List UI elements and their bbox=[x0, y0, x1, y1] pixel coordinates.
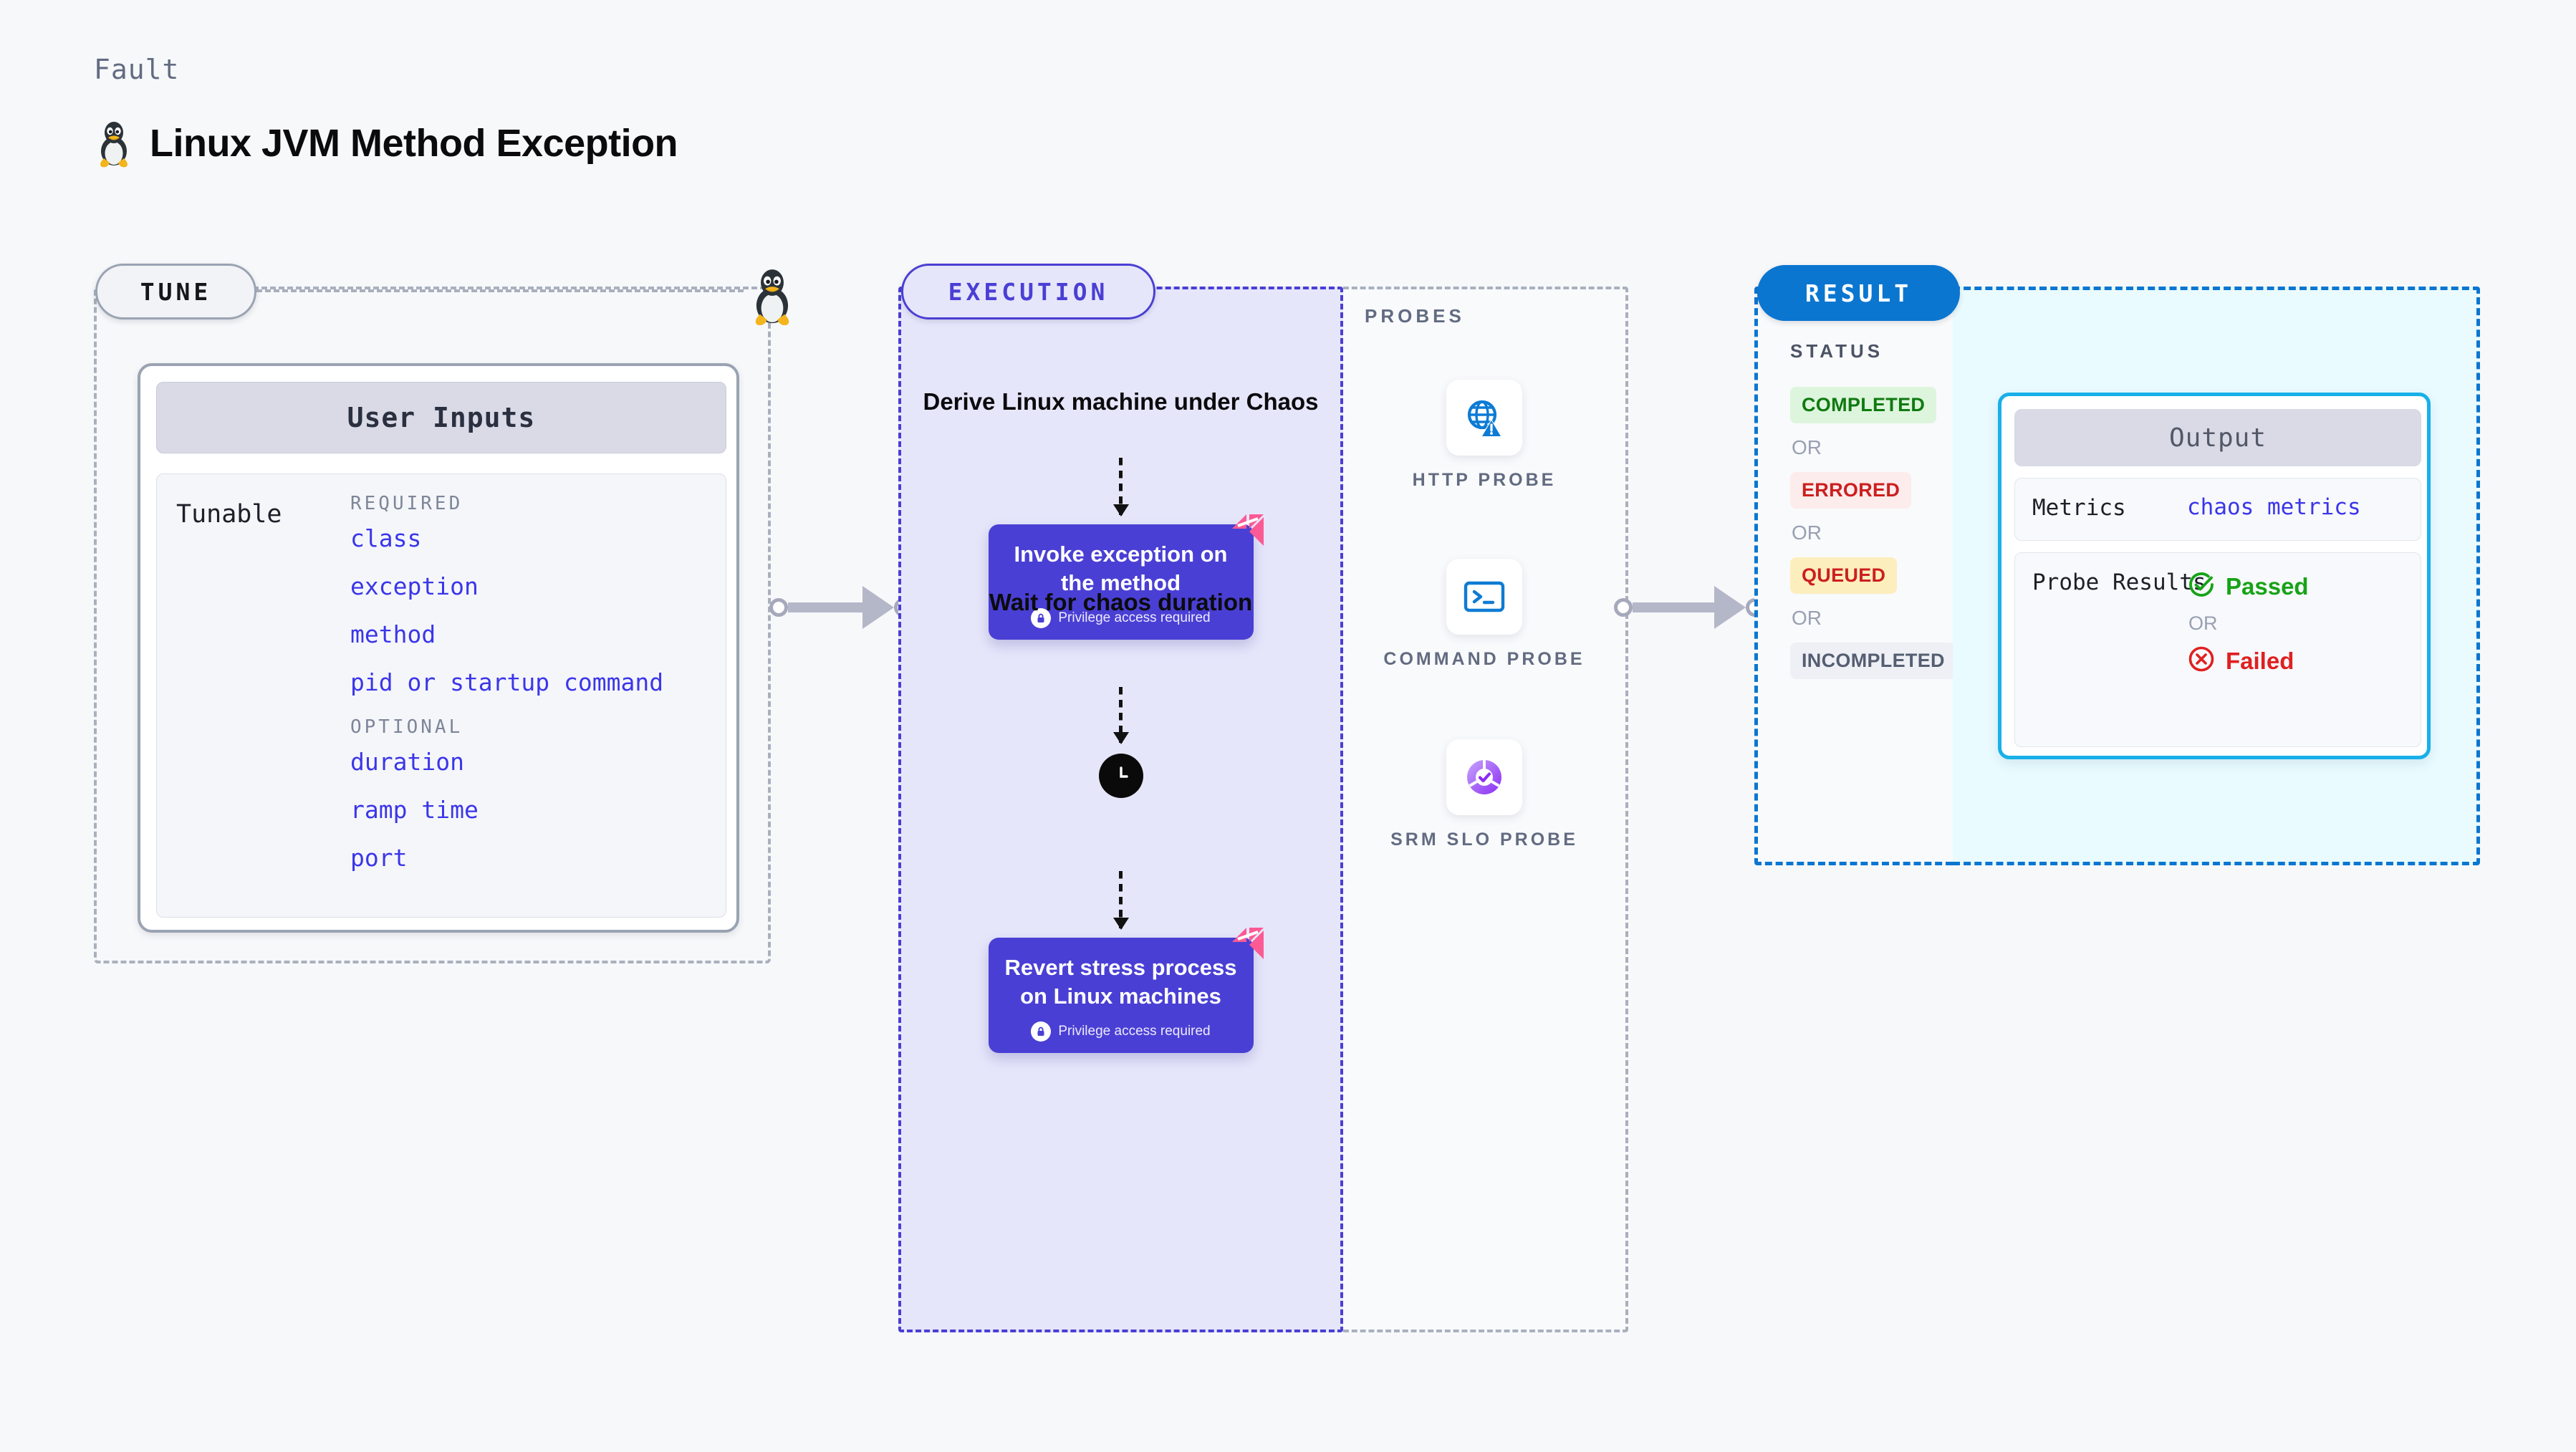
terminal-icon bbox=[1446, 559, 1522, 635]
param-pid-or-startup-command[interactable]: pid or startup command bbox=[350, 668, 664, 696]
page-title-row: Linux JVM Method Exception bbox=[94, 118, 678, 168]
check-circle-icon bbox=[2187, 570, 2216, 602]
lock-icon bbox=[1031, 1021, 1052, 1042]
execution-step-derive: Derive Linux machine under Chaos bbox=[923, 388, 1319, 415]
param-method[interactable]: method bbox=[350, 620, 436, 648]
param-exception[interactable]: exception bbox=[350, 572, 479, 600]
globe-warning-icon bbox=[1446, 380, 1522, 456]
probe-http[interactable]: HTTP PROBE bbox=[1343, 380, 1625, 493]
connector-start-dot bbox=[1614, 598, 1633, 617]
status-list: COMPLETED OR ERRORED OR QUEUED OR INCOMP… bbox=[1790, 387, 1956, 679]
arrow-invoke-to-wait bbox=[1112, 687, 1129, 744]
tune-panel bbox=[94, 287, 771, 963]
output-metrics-key: Metrics bbox=[2032, 495, 2126, 521]
param-class[interactable]: class bbox=[350, 524, 422, 552]
execution-card-invoke-privilege: Privilege access required bbox=[1001, 607, 1241, 628]
arrow-wait-to-revert bbox=[1112, 871, 1129, 930]
status-or-2: OR bbox=[1792, 521, 1822, 544]
output-card: Output Metrics chaos metrics Probe Resul… bbox=[1998, 393, 2431, 759]
param-group-required-title: REQUIRED bbox=[350, 493, 463, 514]
probe-result-or: OR bbox=[2188, 612, 2218, 634]
probe-result-values: Passed OR Failed bbox=[2187, 570, 2309, 677]
connector-arrowhead bbox=[1714, 586, 1746, 629]
probes-title: PROBES bbox=[1365, 305, 1465, 327]
linux-tux-icon bbox=[94, 118, 134, 168]
output-metrics-value[interactable]: chaos metrics bbox=[2187, 494, 2361, 520]
tune-dashed-link bbox=[256, 289, 744, 292]
execution-card-revert[interactable]: Revert stress process on Linux machines … bbox=[988, 928, 1264, 1053]
arrow-derive-to-invoke bbox=[1112, 458, 1129, 516]
status-title: STATUS bbox=[1790, 340, 1884, 362]
x-circle-icon bbox=[2187, 645, 2216, 677]
page-eyebrow: Fault bbox=[94, 54, 180, 85]
connector-start-dot bbox=[769, 598, 788, 617]
output-title: Output bbox=[2014, 409, 2421, 466]
execution-card-invoke-title: Invoke exception on the method bbox=[1014, 542, 1228, 596]
execution-panel: Derive Linux machine under Chaos Invoke … bbox=[898, 287, 1343, 1332]
param-ramp-time[interactable]: ramp time bbox=[350, 796, 479, 824]
status-badge-errored: ERRORED bbox=[1790, 472, 1912, 509]
connector-bar bbox=[1633, 602, 1716, 612]
lock-icon bbox=[1031, 607, 1052, 628]
output-metrics-row: Metrics chaos metrics bbox=[2014, 478, 2421, 541]
probe-command[interactable]: COMMAND PROBE bbox=[1343, 559, 1625, 672]
status-or-3: OR bbox=[1792, 607, 1822, 629]
execution-stage-badge[interactable]: EXECUTION bbox=[901, 264, 1155, 319]
slo-donut-check-icon bbox=[1446, 739, 1522, 815]
connector-bar bbox=[788, 602, 864, 612]
probe-passed-label: Passed bbox=[2226, 572, 2309, 600]
privilege-text: Privilege access required bbox=[1058, 610, 1211, 625]
probe-result-passed: Passed bbox=[2187, 570, 2309, 602]
harness-ribbon-icon bbox=[1228, 923, 1268, 963]
tunable-body: Tunable REQUIRED class exception method … bbox=[156, 473, 726, 918]
status-badge-incompleted: INCOMPLETED bbox=[1790, 643, 1956, 679]
page-title: Linux JVM Method Exception bbox=[150, 122, 678, 165]
probe-command-label: COMMAND PROBE bbox=[1383, 649, 1585, 669]
tune-to-execution-connector bbox=[769, 586, 913, 629]
probe-srm-slo-label: SRM SLO PROBE bbox=[1390, 830, 1578, 850]
tunable-label: Tunable bbox=[176, 500, 282, 529]
execution-card-revert-privilege: Privilege access required bbox=[1001, 1021, 1241, 1042]
user-inputs-card: User Inputs Tunable REQUIRED class excep… bbox=[138, 363, 739, 933]
connector-arrowhead bbox=[862, 586, 894, 629]
linux-tux-border-icon bbox=[741, 265, 803, 327]
harness-ribbon-icon bbox=[1228, 510, 1268, 550]
tune-stage-badge[interactable]: TUNE bbox=[95, 264, 256, 319]
execution-card-invoke[interactable]: Invoke exception on the method Privilege… bbox=[988, 514, 1264, 640]
status-or-1: OR bbox=[1792, 436, 1822, 458]
result-stage-badge[interactable]: RESULT bbox=[1757, 265, 1960, 321]
probe-failed-label: Failed bbox=[2226, 647, 2294, 674]
execution-step-wait: Wait for chaos duration bbox=[989, 589, 1253, 615]
probes-panel: PROBES HTTP PROBE bbox=[1343, 287, 1628, 1332]
status-badge-queued: QUEUED bbox=[1790, 557, 1898, 594]
tunable-param-list: REQUIRED class exception method pid or s… bbox=[350, 493, 708, 872]
user-inputs-title: User Inputs bbox=[156, 382, 726, 453]
privilege-text: Privilege access required bbox=[1058, 1023, 1211, 1039]
probe-http-label: HTTP PROBE bbox=[1412, 470, 1557, 490]
param-port[interactable]: port bbox=[350, 844, 408, 872]
execution-card-revert-title: Revert stress process on Linux machines bbox=[1004, 955, 1237, 1009]
probe-result-failed: Failed bbox=[2187, 645, 2309, 677]
status-badge-completed: COMPLETED bbox=[1790, 387, 1937, 423]
output-probe-results-row: Probe Results Passed OR bbox=[2014, 552, 2421, 747]
probe-srm-slo[interactable]: SRM SLO PROBE bbox=[1343, 739, 1625, 852]
clock-icon bbox=[1098, 754, 1143, 798]
result-status-panel: STATUS COMPLETED OR ERRORED OR QUEUED OR… bbox=[1754, 287, 1956, 865]
param-group-optional-title: OPTIONAL bbox=[350, 716, 463, 738]
param-duration[interactable]: duration bbox=[350, 748, 464, 776]
output-probe-results-key: Probe Results bbox=[2032, 569, 2206, 595]
probes-to-result-connector bbox=[1614, 586, 1764, 629]
